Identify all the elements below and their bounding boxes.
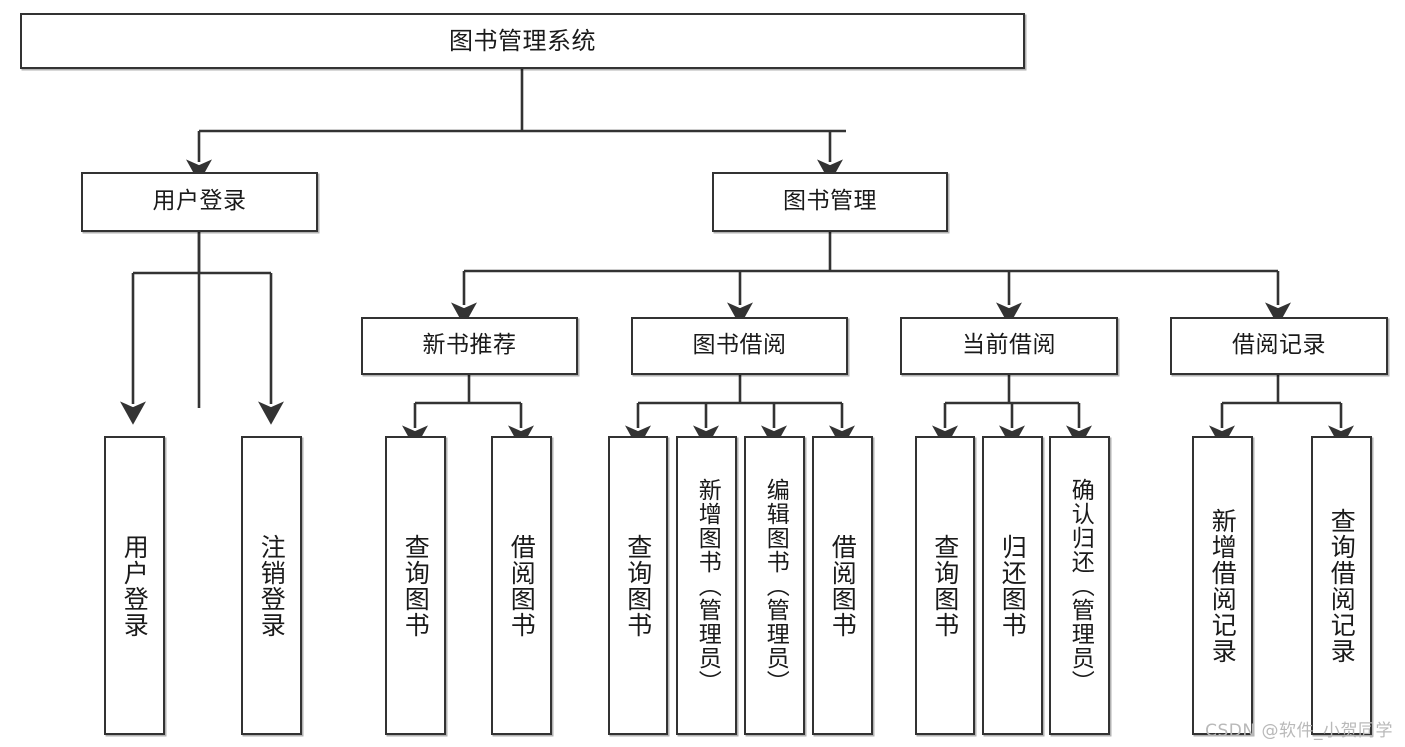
node-leaf-edit-book[interactable]: 编辑图书（管理员） [744, 436, 805, 735]
node-leaf-query-book-2[interactable]: 查询图书 [608, 436, 668, 735]
node-label: 查询借阅记录 [1327, 507, 1357, 664]
node-borrow-record[interactable]: 借阅记录 [1170, 317, 1388, 375]
node-label: 编辑图书（管理员） [762, 477, 789, 694]
node-label: 查询图书 [623, 533, 653, 638]
node-label: 借阅图书 [507, 533, 537, 638]
node-user-login[interactable]: 用户登录 [81, 172, 318, 232]
node-label: 确认归还（管理员） [1067, 477, 1094, 694]
node-leaf-add-record[interactable]: 新增借阅记录 [1192, 436, 1253, 735]
node-root[interactable]: 图书管理系统 [20, 13, 1025, 69]
node-label: 图书管理 [783, 188, 877, 215]
node-leaf-query-record[interactable]: 查询借阅记录 [1311, 436, 1372, 735]
node-label: 用户登录 [152, 188, 247, 215]
node-leaf-query-book-1[interactable]: 查询图书 [385, 436, 446, 735]
node-label: 借阅图书 [828, 533, 858, 638]
node-label: 图书管理系统 [449, 26, 596, 55]
node-new-book-recommend[interactable]: 新书推荐 [361, 317, 578, 375]
node-current-borrow[interactable]: 当前借阅 [900, 317, 1118, 375]
node-leaf-add-book[interactable]: 新增图书（管理员） [676, 436, 737, 735]
node-leaf-borrow-book-2[interactable]: 借阅图书 [812, 436, 873, 735]
node-label: 新增借阅记录 [1208, 507, 1238, 664]
node-label: 借阅记录 [1232, 332, 1326, 359]
node-label: 新增图书（管理员） [694, 477, 721, 694]
node-label: 归还图书 [998, 533, 1028, 638]
node-book-borrow[interactable]: 图书借阅 [631, 317, 848, 375]
node-leaf-logout[interactable]: 注销登录 [241, 436, 302, 735]
node-leaf-confirm-return[interactable]: 确认归还（管理员） [1049, 436, 1110, 735]
node-label: 查询图书 [401, 533, 431, 638]
node-label: 新书推荐 [422, 332, 517, 359]
node-leaf-borrow-book-1[interactable]: 借阅图书 [491, 436, 552, 735]
csdn-watermark: CSDN @软件_小贺同学 [1205, 721, 1393, 741]
node-leaf-user-login[interactable]: 用户登录 [104, 436, 165, 735]
node-book-manage[interactable]: 图书管理 [712, 172, 948, 232]
node-leaf-query-book-3[interactable]: 查询图书 [915, 436, 975, 735]
node-label: 当前借阅 [962, 332, 1056, 359]
node-label: 用户登录 [120, 533, 150, 638]
node-label: 查询图书 [930, 533, 960, 638]
node-label: 图书借阅 [692, 332, 787, 359]
node-label: 注销登录 [257, 533, 287, 638]
node-leaf-return-book[interactable]: 归还图书 [982, 436, 1043, 735]
